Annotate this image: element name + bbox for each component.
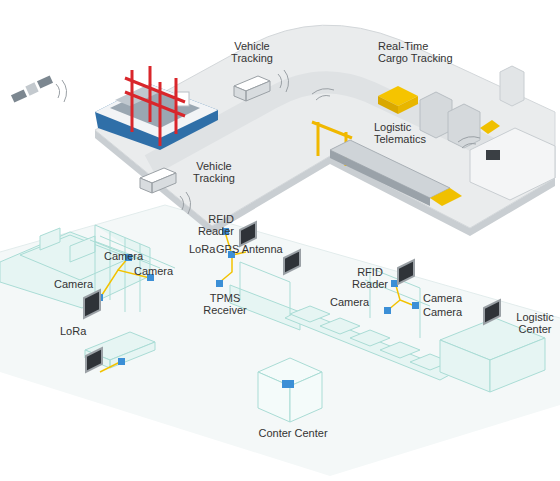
wireless-arcs-part [278,70,289,92]
callout-label: Vehicle Tracking [188,160,240,184]
truck-part [234,81,270,101]
ghost-conter-center-part [282,380,294,388]
warehouse-part [470,128,555,200]
satellite-part [25,82,38,95]
satellite-part [11,89,27,102]
ship-part [110,89,200,128]
cargo-vehicle-part [378,96,398,114]
devices-part [412,302,419,309]
callout-label: LoRa [189,243,219,255]
container-stacks-part [448,104,480,148]
crane [125,66,185,146]
callout-label: Logistic Center [510,311,560,335]
warehouse-part [480,120,500,134]
ghost-logistic-center-part [440,340,490,392]
tablets-part [284,250,300,274]
ghost-ground-part [0,205,560,476]
train [330,140,462,206]
devices-part [216,280,223,287]
platform [95,25,555,236]
ghost-logistic-center-part [490,338,545,392]
callout-label: Camera [134,265,184,277]
ghost-conter-center [258,358,322,422]
tablets-part [398,260,414,284]
tablets-part [240,222,256,246]
devices-part [118,358,125,365]
callout-label: GPS Antenna [216,243,296,255]
train-part [430,188,462,206]
devices-part [391,280,398,287]
devices-part [384,307,391,314]
callout-label: Camera [330,296,380,308]
truck [140,76,270,193]
cargo-vehicle-part [398,96,418,114]
callout-label: Camera [423,306,473,318]
tablets-part [84,290,100,318]
warehouse [470,120,555,200]
wireless-arcs-part [180,192,191,214]
callout-label: RFID Reader [190,213,234,237]
ghost-ship-part [40,228,95,262]
tablets [84,222,500,372]
tablets-part [86,348,102,372]
wireless-arcs-part [312,89,334,100]
ghost-ground [0,205,560,476]
truck-part [140,173,176,193]
callout-label: TPMS Receiver [198,292,252,316]
wireless-arcs [180,70,480,214]
tower [500,66,524,106]
callout-label: Real-Time Cargo Tracking [378,40,456,64]
callout-label: Conter Center [248,427,338,439]
ship [95,84,218,150]
satellite-part [56,80,67,102]
satellite [11,75,67,102]
cargo-vehicle [378,86,418,114]
crane-part [125,66,185,146]
callout-label: Logistic Telematics [374,121,436,145]
tower-part [500,66,524,106]
callout-label: Camera [423,292,473,304]
platform-part [95,25,555,228]
ghost-gate-part [240,262,290,318]
wireless-arcs-part [458,137,480,148]
wires-part [220,255,232,282]
warehouse-part [486,150,500,160]
callout-label: Camera [104,250,154,262]
container-stacks [420,92,480,148]
ghost-conter-center-part [258,372,290,422]
ghost-conter-center-part [290,372,322,422]
train-part [330,150,430,206]
train-part [330,140,450,198]
devices [96,228,419,365]
wires [100,232,415,372]
satellite-part [37,75,53,88]
callout-label: LoRa [60,325,100,337]
ship-part [95,84,218,150]
callout-label: Vehicle Tracking [226,40,278,64]
callout-label: Camera [54,278,104,290]
container-stacks-part [420,92,452,138]
tablets-part [484,300,500,324]
callout-label: RFID Reader [348,266,392,290]
